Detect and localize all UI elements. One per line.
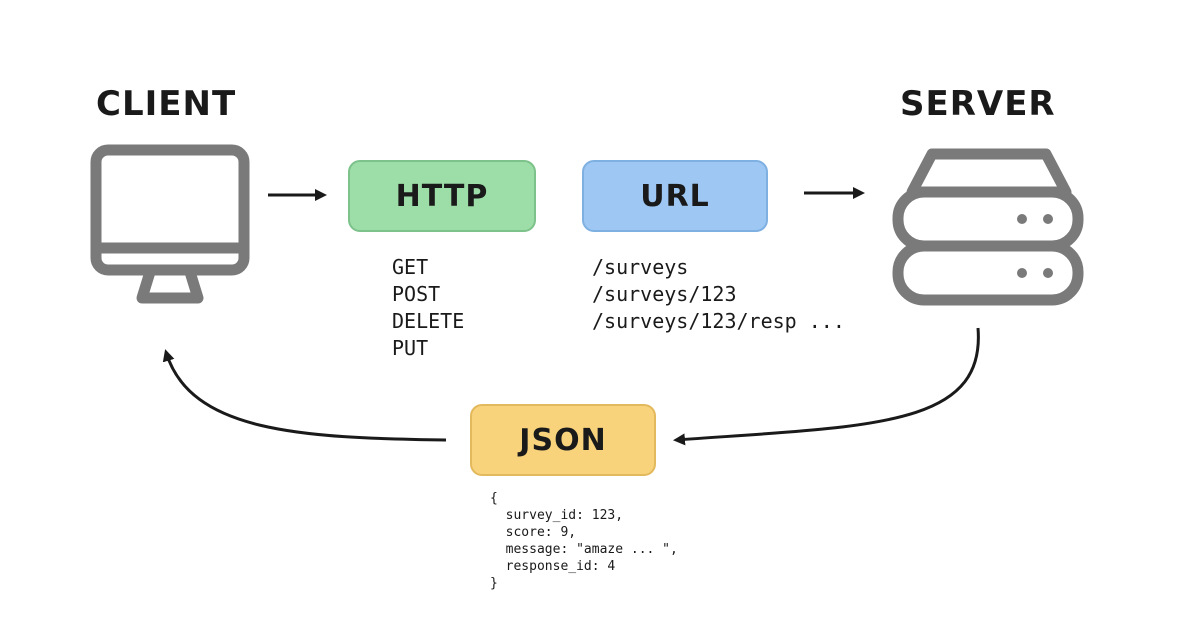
http-box: HTTP	[348, 160, 536, 232]
http-method-item: GET	[392, 255, 429, 279]
json-code-line: response_id: 4	[490, 559, 616, 574]
json-code-line: {	[490, 491, 498, 506]
url-path-item: /surveys	[592, 255, 689, 279]
http-method-item: POST	[392, 282, 441, 306]
monitor-icon	[90, 144, 250, 304]
json-code-line: message: "amaze ... ",	[490, 542, 678, 557]
json-code-line: }	[490, 576, 498, 591]
url-path-item: /surveys/123	[592, 282, 737, 306]
http-methods-list: GET POST DELETE PUT	[392, 254, 464, 362]
server-title: SERVER	[900, 84, 1056, 124]
http-label: HTTP	[395, 178, 489, 214]
json-code-line: score: 9,	[490, 525, 577, 540]
arrow-json-to-client	[162, 349, 447, 442]
server-stack-icon	[892, 148, 1084, 306]
json-box: JSON	[470, 404, 656, 476]
json-code-sample: { survey_id: 123, score: 9, message: "am…	[490, 490, 678, 592]
arrow-server-to-json	[673, 327, 980, 446]
json-label: JSON	[519, 422, 607, 458]
http-method-item: PUT	[392, 336, 429, 360]
url-path-item: /surveys/123/resp ...	[592, 309, 845, 333]
http-method-item: DELETE	[392, 309, 465, 333]
url-paths-list: /surveys /surveys/123 /surveys/123/resp …	[592, 254, 845, 335]
json-code-line: survey_id: 123,	[490, 508, 624, 523]
server-led-dots	[1017, 214, 1053, 278]
url-label: URL	[640, 178, 710, 214]
client-title: CLIENT	[96, 84, 237, 124]
url-box: URL	[582, 160, 768, 232]
